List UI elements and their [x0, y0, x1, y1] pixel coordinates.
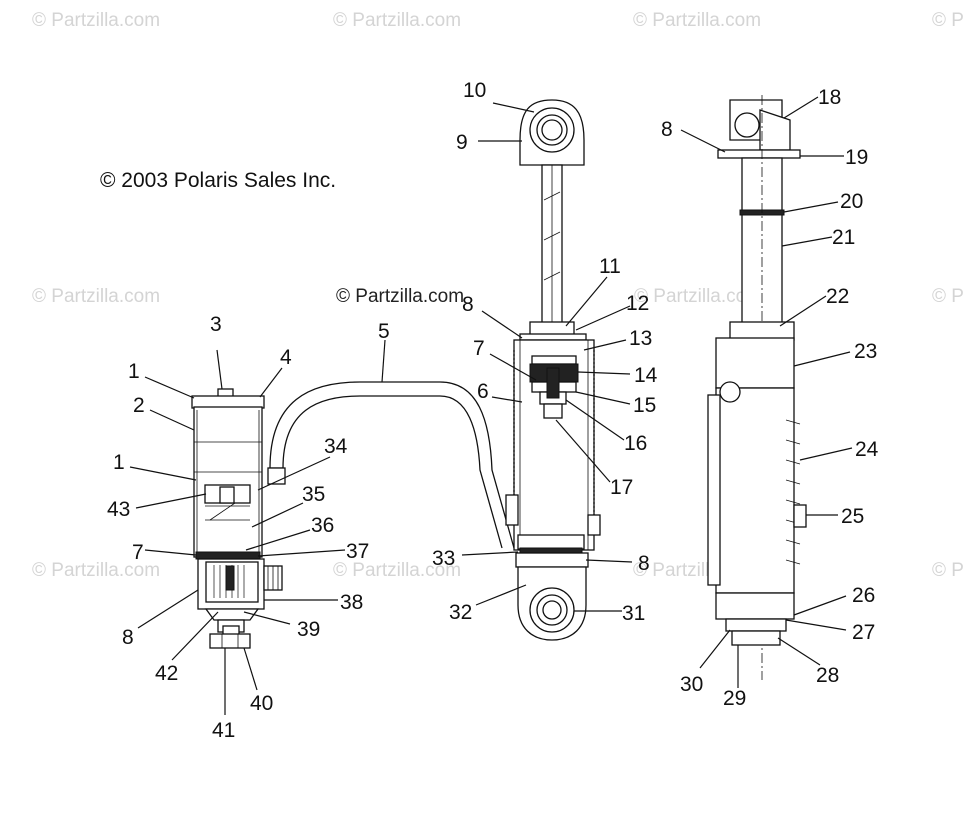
- callout-7: 7: [473, 337, 485, 360]
- callout-1: 1: [128, 360, 140, 383]
- callout-11: 11: [599, 255, 621, 278]
- callout-9: 9: [456, 131, 468, 154]
- callout-36: 36: [311, 514, 334, 537]
- callout-17: 17: [610, 476, 633, 499]
- callout-18: 18: [818, 86, 841, 109]
- reservoir-assembly: [191, 388, 283, 649]
- callout-22: 22: [826, 285, 849, 308]
- watermark-text: © Partzilla.com: [333, 10, 461, 31]
- callout-40: 40: [250, 692, 273, 715]
- watermark-text: © Partzilla.com: [32, 10, 160, 31]
- callout-8: 8: [462, 293, 474, 316]
- callout-6: 6: [477, 380, 489, 403]
- callout-19: 19: [845, 146, 868, 169]
- hose: [267, 381, 515, 549]
- callout-24: 24: [855, 438, 879, 461]
- callout-4: 4: [280, 346, 292, 369]
- callout-27: 27: [852, 621, 875, 644]
- callout-1: 1: [113, 451, 125, 474]
- callout-43: 43: [107, 498, 130, 521]
- callout-2: 2: [133, 394, 145, 417]
- callout-31: 31: [622, 602, 645, 625]
- callout-32: 32: [449, 601, 472, 624]
- callout-8: 8: [122, 626, 134, 649]
- callout-42: 42: [155, 662, 178, 685]
- callout-38: 38: [340, 591, 363, 614]
- callout-20: 20: [840, 190, 863, 213]
- callout-29: 29: [723, 687, 746, 710]
- watermark-text: © Partzilla.com: [634, 286, 762, 307]
- watermark-text: © Partzilla.com: [32, 286, 160, 307]
- callout-39: 39: [297, 618, 320, 641]
- callout-3: 3: [210, 313, 222, 336]
- callout-8: 8: [638, 552, 650, 575]
- watermark-text: © Partzilla.com: [333, 560, 461, 581]
- callout-13: 13: [629, 327, 652, 350]
- callout-8: 8: [661, 118, 673, 141]
- leader-lines: [129, 96, 853, 715]
- callout-15: 15: [633, 394, 656, 417]
- callout-12: 12: [626, 292, 649, 315]
- callout-34: 34: [324, 435, 348, 458]
- callout-28: 28: [816, 664, 839, 687]
- shock-cross-section: [505, 99, 601, 641]
- callout-25: 25: [841, 505, 864, 528]
- callout-41: 41: [212, 719, 235, 742]
- callout-7: 7: [132, 541, 144, 564]
- callout-30: 30: [680, 673, 703, 696]
- callout-35: 35: [302, 483, 325, 506]
- watermark-text: © Partzilla.com: [932, 286, 964, 307]
- callout-23: 23: [854, 340, 877, 363]
- callout-14: 14: [634, 364, 658, 387]
- callout-10: 10: [463, 79, 486, 102]
- callout-5: 5: [378, 320, 390, 343]
- shock-exterior: [707, 95, 807, 680]
- callout-16: 16: [624, 432, 647, 455]
- watermark-text: © Partzilla.com: [633, 10, 761, 31]
- callout-26: 26: [852, 584, 875, 607]
- callout-37: 37: [346, 540, 369, 563]
- callout-33: 33: [432, 547, 455, 570]
- watermark-text: © Partzilla.com: [932, 10, 964, 31]
- callout-labels: 3 4 1 2 1 34 43 35 36 7 37 38 8 39 42 40…: [107, 79, 879, 742]
- watermark-text: © Partzilla.com: [932, 560, 964, 581]
- callout-21: 21: [832, 226, 855, 249]
- watermark-center-text: © Partzilla.com: [336, 286, 464, 307]
- watermark-text: © Partzilla.com: [32, 560, 160, 581]
- copyright-text: © 2003 Polaris Sales Inc.: [100, 169, 336, 192]
